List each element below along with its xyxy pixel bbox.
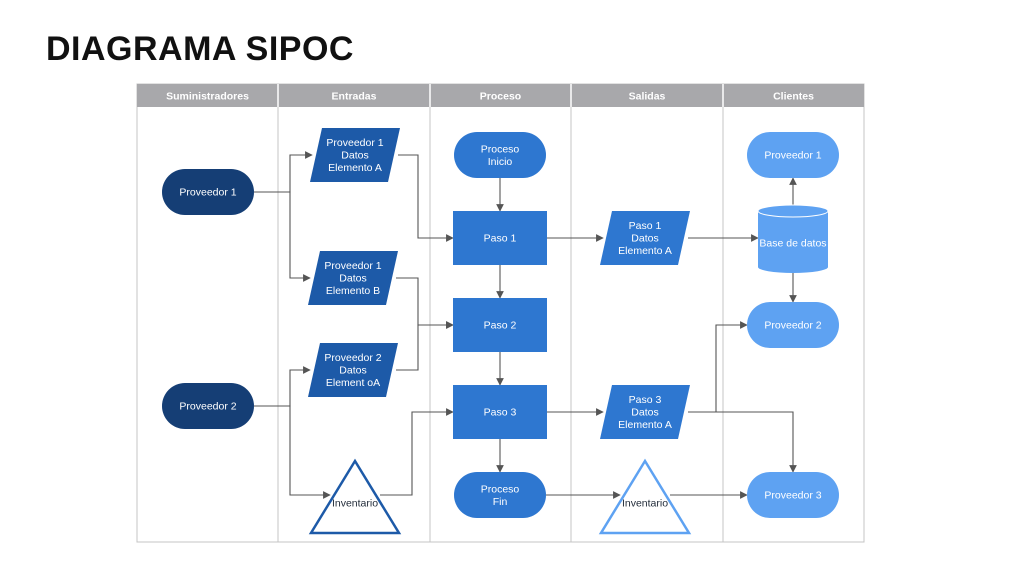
node-label: Base de datos xyxy=(759,238,826,250)
inventario-salidas: Inventario xyxy=(598,458,692,535)
client-proveedor-1: Proveedor 1 xyxy=(747,132,839,178)
paso-3: Paso 3 xyxy=(453,385,547,439)
connector-out3-to-c3 xyxy=(688,411,797,473)
node-label: Datos xyxy=(631,407,658,419)
paso-2: Paso 2 xyxy=(453,298,547,352)
node-label: Proveedor 1 xyxy=(324,260,381,272)
node-label: Paso 2 xyxy=(484,320,517,332)
node-label: Paso 3 xyxy=(484,407,517,419)
database-base-de-datos: Base de datos xyxy=(757,204,829,273)
node-label: Proveedor 1 xyxy=(179,187,236,199)
node-label: Elemento A xyxy=(618,245,672,257)
node-label: Fin xyxy=(493,496,508,508)
column-header-suministradores: Suministradores xyxy=(166,91,249,103)
node-label: Proveedor 2 xyxy=(324,352,381,364)
swimlane-header-bar xyxy=(137,84,864,107)
node-label: Proveedor 2 xyxy=(179,401,236,413)
connector-prov2-to-invIn xyxy=(254,405,331,499)
node-label: Proveedor 2 xyxy=(764,320,821,332)
supplier-proveedor-2: Proveedor 2 xyxy=(162,383,254,429)
column-header-salidas: Salidas xyxy=(629,91,666,103)
node-label: Elemento B xyxy=(326,285,380,297)
column-header-entradas: Entradas xyxy=(332,91,377,103)
node-label: Inventario xyxy=(622,498,668,510)
client-proveedor-3: Proveedor 3 xyxy=(747,472,839,518)
connector-invIn-to-p3 xyxy=(380,408,454,496)
inventario-entradas: Inventario xyxy=(308,458,402,535)
column-header-clientes: Clientes xyxy=(773,91,814,103)
connectors xyxy=(254,151,797,499)
page-title: DIAGRAMA SIPOC xyxy=(46,30,354,68)
node-label: Proveedor 3 xyxy=(764,490,821,502)
column-header-proceso: Proceso xyxy=(480,91,521,103)
node-label: Datos xyxy=(341,150,368,162)
node-label: Proceso xyxy=(481,143,520,155)
node-label: Inicio xyxy=(488,156,513,168)
node-label: Elemento A xyxy=(328,162,382,174)
node-label: Paso 1 xyxy=(484,233,517,245)
connector-prov1-to-inB xyxy=(254,191,311,282)
client-proveedor-2: Proveedor 2 xyxy=(747,302,839,348)
node-label: Proveedor 1 xyxy=(764,150,821,162)
node-label: Inventario xyxy=(332,498,378,510)
supplier-proveedor-1: Proveedor 1 xyxy=(162,169,254,215)
node-label: Paso 3 xyxy=(629,394,662,406)
node-label: Elemento A xyxy=(618,419,672,431)
connector-in2A-to-p2 xyxy=(396,321,454,371)
paso-1: Paso 1 xyxy=(453,211,547,265)
node-label: Proceso xyxy=(481,483,520,495)
node-label: Paso 1 xyxy=(629,220,662,232)
node-label: Datos xyxy=(339,365,366,377)
node-label: Datos xyxy=(339,273,366,285)
node-label: Proveedor 1 xyxy=(326,137,383,149)
node-label: Datos xyxy=(631,233,658,245)
node-label: Element oA xyxy=(326,377,380,389)
connector-inA-to-p1 xyxy=(398,154,454,242)
